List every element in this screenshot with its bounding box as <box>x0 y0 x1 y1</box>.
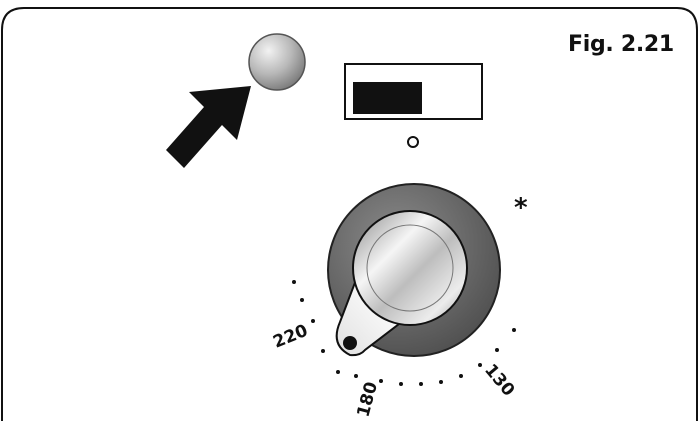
arrow-icon <box>166 86 251 168</box>
dial-label-180: 180 <box>354 380 383 420</box>
power-switch[interactable] <box>344 63 483 120</box>
switch-toggle[interactable] <box>353 82 422 114</box>
figure-label: Fig. 2.21 <box>568 32 674 57</box>
knob-pointer-dot <box>343 336 357 350</box>
knob-center-inner <box>366 224 454 312</box>
thermostat-knob[interactable] <box>335 210 468 357</box>
dial-label-220: 220 <box>270 321 311 353</box>
dial-scale-dots <box>292 280 516 386</box>
indicator-lamp <box>248 33 306 91</box>
snowflake-icon: * <box>514 193 528 223</box>
dial-label-130: 130 <box>480 360 518 400</box>
panel-frame <box>1 7 698 421</box>
switch-off-marker <box>407 136 419 148</box>
knob-center <box>352 210 468 326</box>
